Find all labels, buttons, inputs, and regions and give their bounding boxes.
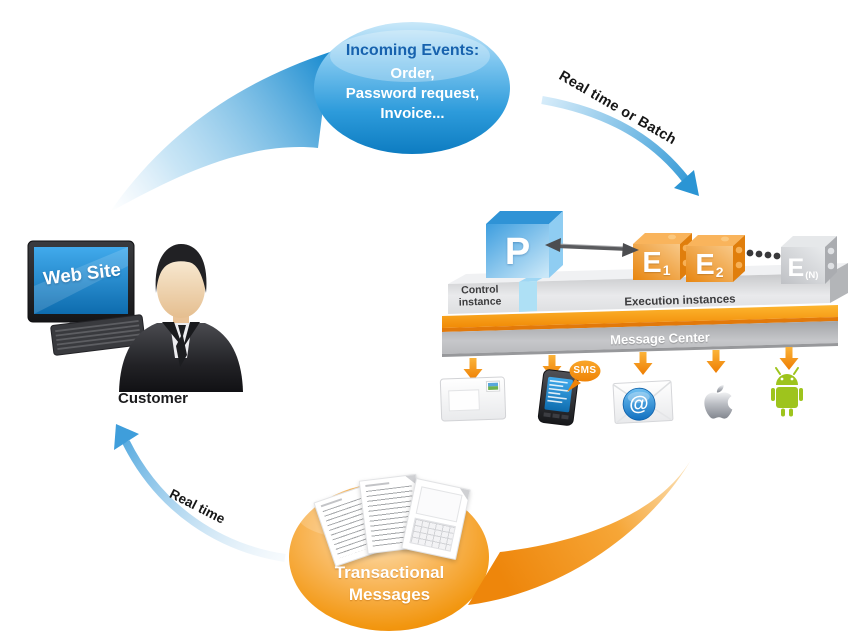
- customer-avatar: [119, 244, 243, 392]
- platform-front-face: [448, 273, 830, 314]
- device-screen: [415, 486, 463, 523]
- control-instance-label: Control instance: [458, 283, 502, 309]
- blue-swoosh: [110, 52, 330, 212]
- cube-letter: E: [695, 249, 715, 281]
- cube-p-letter: P: [504, 231, 531, 273]
- cube-e1-letter: E 1: [633, 246, 680, 280]
- execution-cube-en: [781, 236, 837, 284]
- control-cube-p: [486, 211, 563, 278]
- incoming-events-line: Invoice...: [380, 105, 445, 122]
- incoming-events-bubble: [314, 22, 510, 154]
- control-execution-arrow: [545, 238, 639, 257]
- cube-subscript: (N): [805, 270, 819, 281]
- message-center-orange-lip: [442, 317, 838, 332]
- email-at-symbol: @: [628, 392, 650, 416]
- apple-icon: [704, 385, 733, 419]
- keyboard: [50, 314, 146, 356]
- cube-en-letter: E (N): [781, 251, 825, 284]
- device-keypad: [409, 517, 456, 552]
- customer-caption: Customer: [117, 390, 188, 407]
- sms-bubble-tail: [567, 379, 581, 392]
- cube-e2-letter: E 2: [686, 248, 733, 282]
- incoming-events-line: Password request,: [345, 85, 480, 102]
- message-center-output-arrows: [463, 347, 799, 381]
- sms-bubble: [569, 360, 601, 382]
- message-center-orange-top: [442, 305, 838, 328]
- incoming-events-line: Order,: [390, 65, 435, 82]
- incoming-events-title: Incoming Events:: [345, 42, 480, 59]
- cube-subscript: 2: [715, 264, 724, 280]
- real-time-or-batch-arrow: [541, 96, 699, 196]
- postal-mail-icon: [439, 376, 507, 422]
- cube-subscript: 1: [662, 262, 671, 278]
- real-time-arrow: [114, 424, 286, 562]
- document-heading: [365, 482, 389, 488]
- blue-divider-front: [519, 281, 537, 312]
- message-center-bottom-lip: [442, 343, 838, 357]
- sms-bubble-label: SMS: [573, 365, 597, 376]
- execution-cube-e2: [686, 235, 745, 282]
- cube-letter: E: [642, 247, 662, 279]
- cube-letter: E: [787, 254, 805, 282]
- transactional-messages-label: Transactional Messages: [334, 563, 445, 604]
- orange-swoosh: [468, 458, 692, 605]
- ellipsis-dots: [746, 249, 781, 260]
- sms-phone-icon: [537, 360, 601, 426]
- android-icon: [771, 367, 803, 417]
- email-icon: [612, 380, 674, 424]
